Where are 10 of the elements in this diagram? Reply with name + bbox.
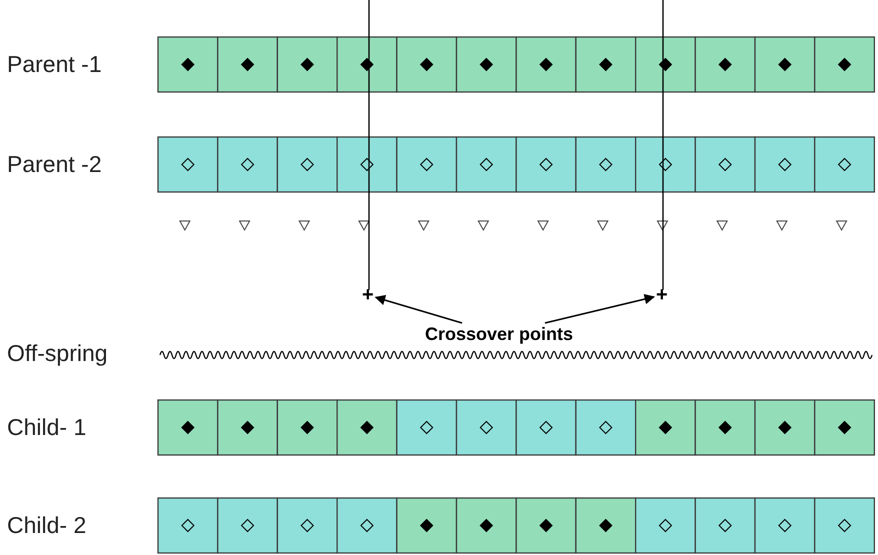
row-label: Child- 2: [7, 512, 86, 539]
arrow: [544, 294, 656, 324]
row-label: Parent -2: [7, 151, 102, 178]
row-label: Parent -1: [7, 51, 102, 78]
row-label: Off-spring: [7, 340, 108, 367]
arrow: [374, 295, 462, 324]
row-label: Child- 1: [7, 414, 86, 441]
crossover-mark: +: [362, 285, 374, 305]
annotation-text: Crossover points: [425, 325, 574, 343]
crossover-mark: +: [656, 285, 668, 305]
